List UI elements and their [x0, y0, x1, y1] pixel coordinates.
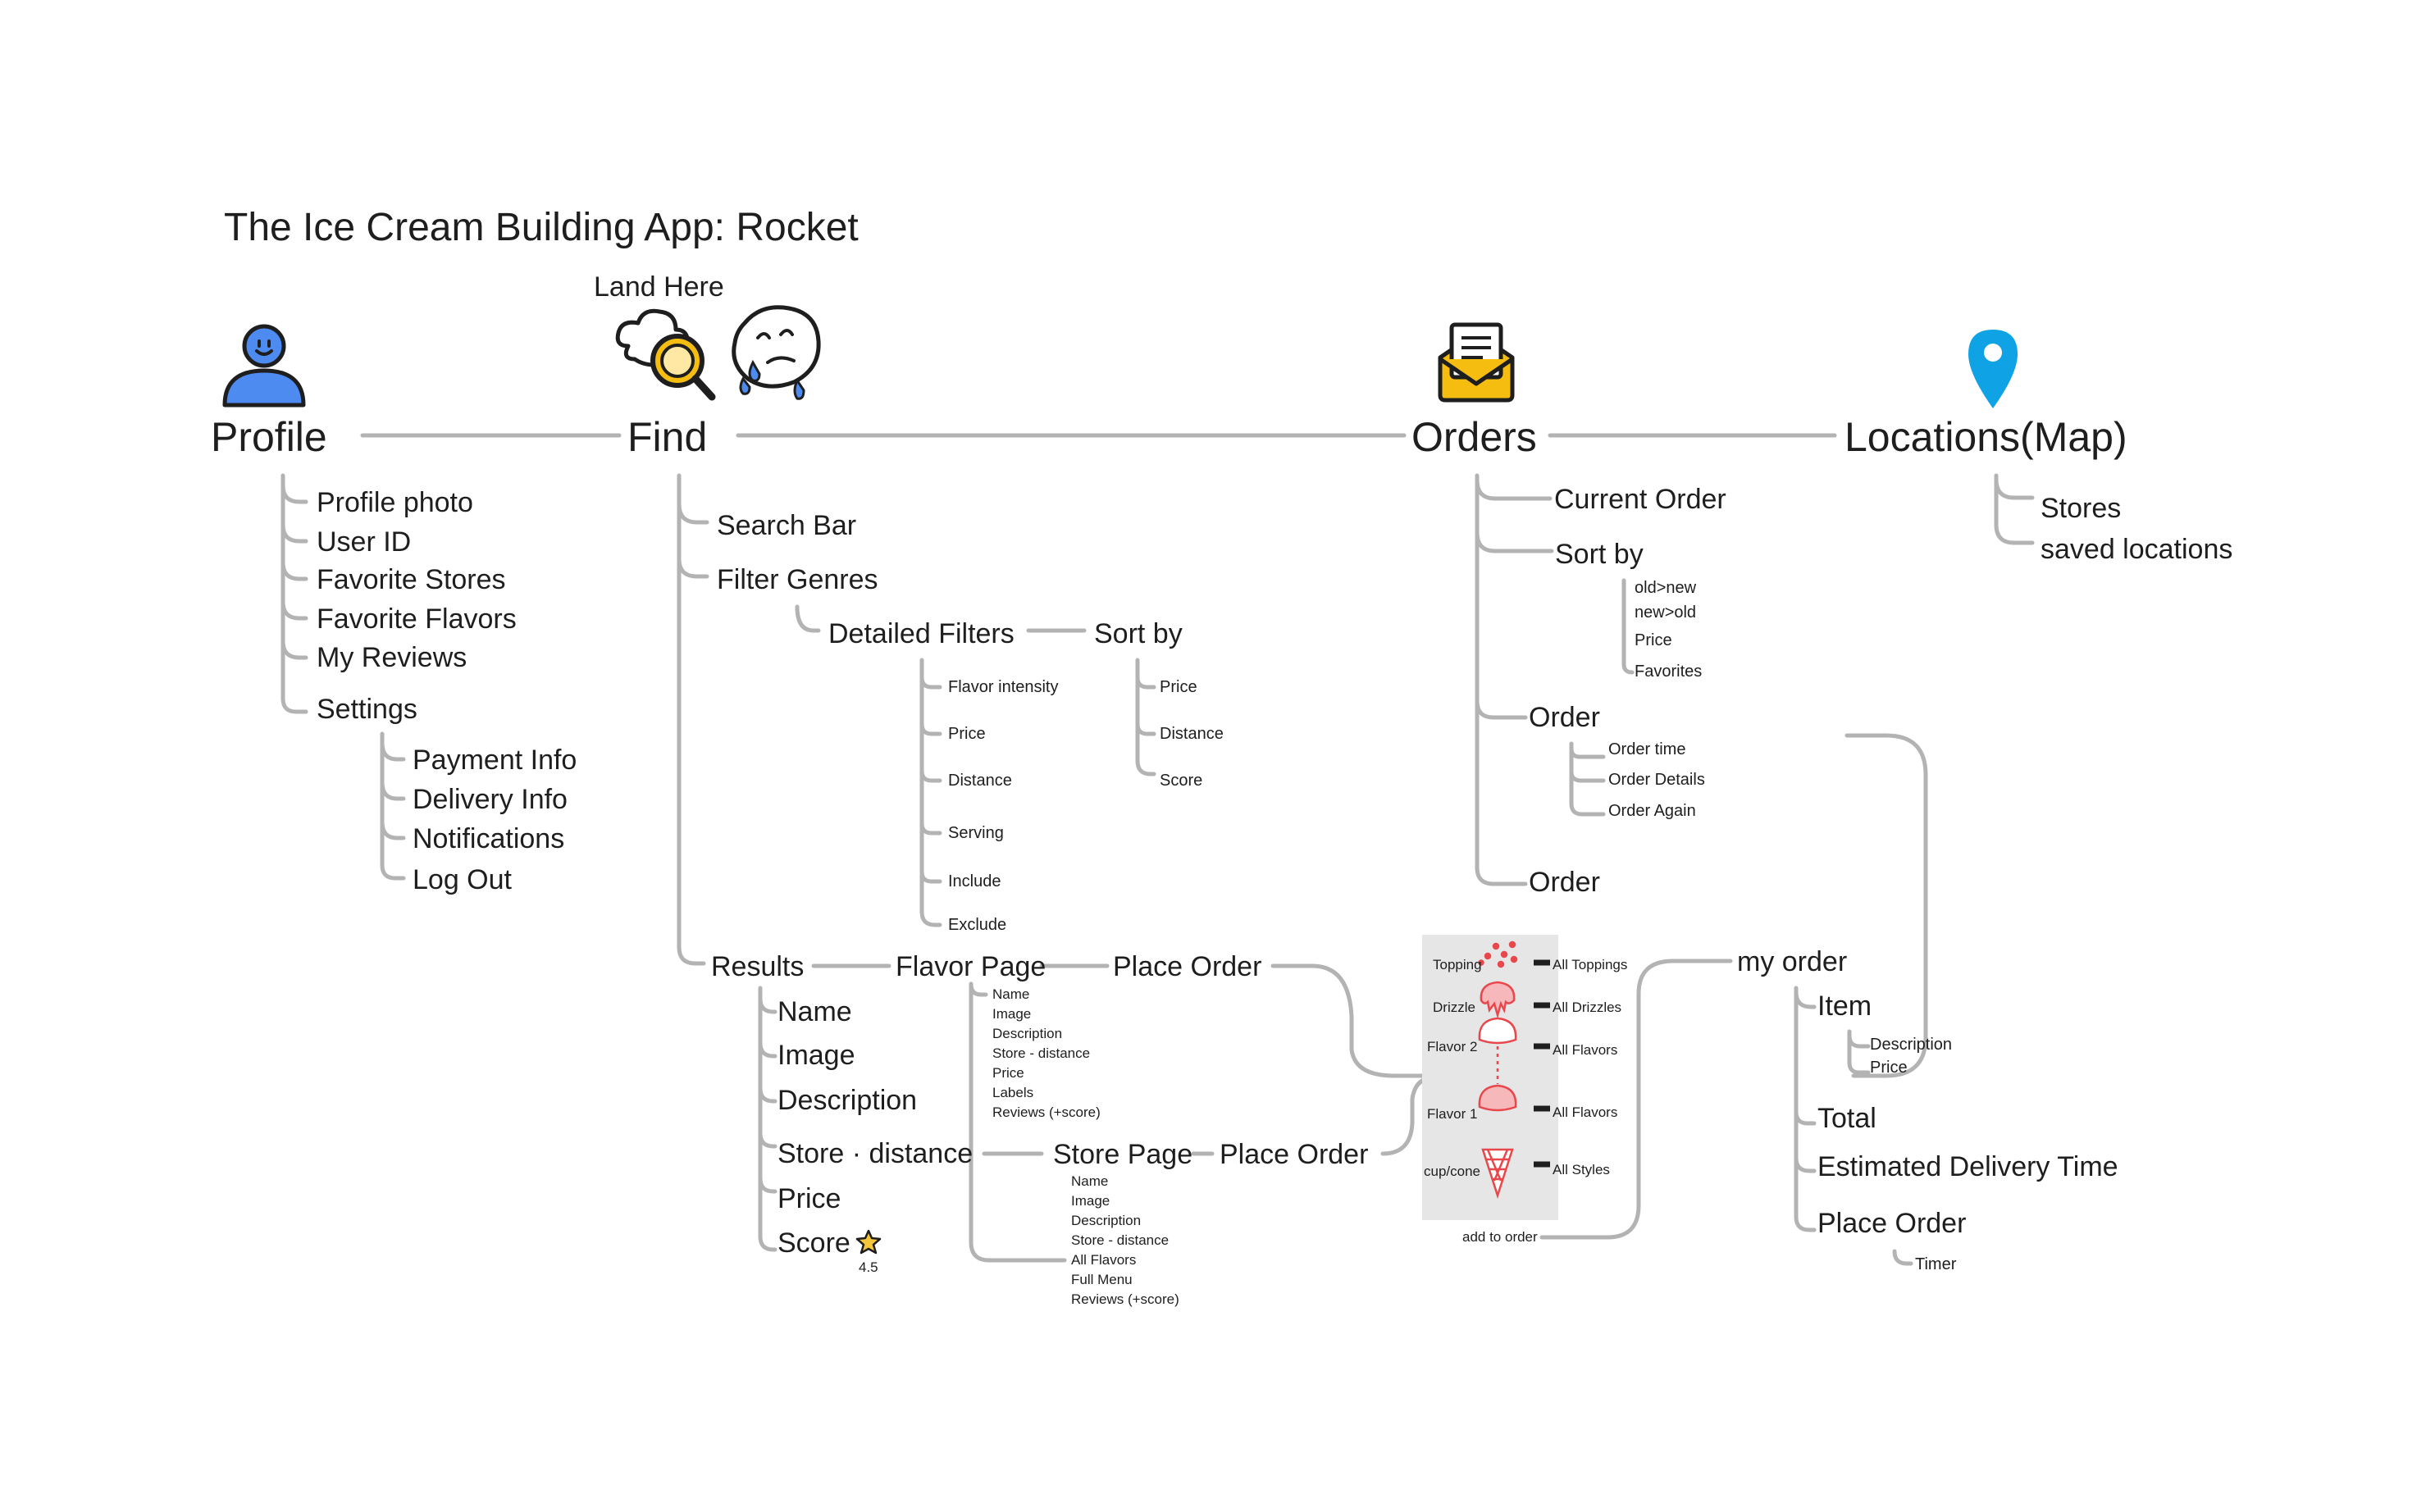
flavor-page-item[interactable]: Flavor Page [896, 951, 1047, 982]
settings-item[interactable]: Notifications [413, 823, 565, 854]
builder-option-link[interactable]: All Styles [1553, 1162, 1610, 1177]
sort-option[interactable]: Distance [1160, 725, 1224, 743]
sort-by-item[interactable]: Sort by [1094, 618, 1183, 649]
flavor-page-field: Labels [992, 1085, 1034, 1100]
profile-item-settings[interactable]: Settings [317, 694, 417, 725]
detailed-filter-option[interactable]: Serving [948, 824, 1004, 842]
orders-heading[interactable]: Orders [1411, 414, 1537, 460]
store-page-field: Reviews (+score) [1071, 1291, 1179, 1307]
builder-layer-label: Drizzle [1433, 1000, 1475, 1015]
order-item[interactable]: Order [1529, 702, 1600, 733]
land-here-label: Land Here [594, 271, 724, 303]
builder-layer-label: Flavor 1 [1427, 1106, 1478, 1122]
filter-genres-item[interactable]: Filter Genres [717, 564, 878, 595]
star-icon [855, 1229, 882, 1255]
flavor-page-field: Description [992, 1026, 1063, 1041]
item-detail: Price [1870, 1059, 1908, 1077]
orders-sort-by-item[interactable]: Sort by [1555, 539, 1644, 570]
store-page-field: Image [1071, 1193, 1110, 1209]
place-order-item[interactable]: Place Order [1220, 1139, 1369, 1170]
builder-layer-label: cup/cone [1424, 1164, 1480, 1179]
settings-item[interactable]: Delivery Info [413, 784, 568, 815]
detailed-filter-option[interactable]: Flavor intensity [948, 678, 1059, 696]
profile-heading[interactable]: Profile [211, 414, 327, 460]
flavor-page-field: Name [992, 986, 1030, 1002]
orders-sort-option[interactable]: Price [1635, 631, 1672, 649]
builder-layer-label: Flavor 2 [1427, 1039, 1478, 1054]
store-page-field: Store - distance [1071, 1232, 1170, 1248]
settings-item[interactable]: Log Out [413, 864, 512, 895]
result-field: Name [777, 996, 852, 1027]
mail-icon [1438, 322, 1515, 403]
crying-ice-cream-icon [732, 305, 821, 400]
profile-item[interactable]: My Reviews [317, 642, 467, 673]
current-order-item[interactable]: Current Order [1554, 484, 1726, 515]
order-item[interactable]: Order [1529, 867, 1600, 898]
result-field: Store · distance [777, 1138, 974, 1169]
person-icon [222, 324, 306, 408]
builder-option-link[interactable]: All Flavors [1553, 1042, 1618, 1058]
my-order-place-order-button[interactable]: Place Order [1817, 1208, 1967, 1239]
flavor-page-field: Reviews (+score) [992, 1104, 1101, 1120]
settings-item[interactable]: Payment Info [413, 745, 577, 776]
find-heading[interactable]: Find [627, 414, 708, 460]
place-order-item[interactable]: Place Order [1113, 951, 1262, 982]
add-to-order-button[interactable]: add to order [1462, 1229, 1538, 1245]
order-detail-option[interactable]: Order time [1608, 740, 1686, 758]
my-order-field: Estimated Delivery Time [1817, 1151, 2118, 1182]
results-item[interactable]: Results [711, 951, 805, 982]
topping-sprinkles-icon [1478, 940, 1518, 968]
location-pin-icon [1968, 330, 2018, 408]
flavor-page-field: Store - distance [992, 1045, 1091, 1061]
sort-option[interactable]: Score [1160, 772, 1203, 790]
timer-label: Timer [1915, 1255, 1957, 1273]
store-page-field: Full Menu [1071, 1272, 1133, 1287]
diagram-title: The Ice Cream Building App: Rocket [224, 206, 859, 249]
locations-item[interactable]: Stores [2041, 493, 2122, 524]
builder-option-link[interactable]: All Drizzles [1553, 1000, 1622, 1015]
store-page-field: Description [1071, 1213, 1142, 1228]
profile-item[interactable]: Favorite Flavors [317, 603, 517, 635]
ice-cream-search-icon [615, 308, 716, 401]
detailed-filter-option[interactable]: Price [948, 725, 986, 743]
my-order-item[interactable]: my order [1737, 946, 1848, 977]
store-page-item[interactable]: Store Page [1053, 1139, 1193, 1170]
orders-sort-option[interactable]: old>new [1635, 579, 1697, 597]
orders-sort-option[interactable]: new>old [1635, 603, 1697, 622]
detailed-filter-option[interactable]: Exclude [948, 916, 1007, 934]
builder-option-link[interactable]: All Flavors [1553, 1104, 1618, 1120]
detailed-filter-option[interactable]: Distance [948, 772, 1012, 790]
builder-option-link[interactable]: All Toppings [1553, 957, 1628, 972]
store-page-field: Name [1071, 1173, 1109, 1189]
result-field: Image [777, 1040, 855, 1071]
item-detail: Description [1870, 1036, 1953, 1054]
detailed-filter-option[interactable]: Include [948, 872, 1001, 890]
profile-item[interactable]: User ID [317, 526, 412, 558]
result-field: Price [777, 1183, 841, 1214]
profile-item[interactable]: Favorite Stores [317, 564, 506, 595]
locations-heading[interactable]: Locations(Map) [1844, 414, 2127, 460]
store-page-field: All Flavors [1071, 1252, 1137, 1268]
builder-layer-label: Topping [1433, 957, 1482, 972]
my-order-field: Total [1817, 1103, 1876, 1134]
result-field: Score [777, 1227, 850, 1259]
locations-item[interactable]: saved locations [2041, 534, 2233, 565]
sort-option[interactable]: Price [1160, 678, 1197, 696]
detailed-filters-item[interactable]: Detailed Filters [828, 618, 1015, 649]
ice-cream-stack-illustration [1478, 940, 1550, 1200]
flavor-page-field: Image [992, 1006, 1032, 1022]
flavor-page-field: Price [992, 1065, 1024, 1081]
order-detail-option[interactable]: Order Details [1608, 771, 1705, 789]
orders-sort-option[interactable]: Favorites [1635, 663, 1703, 681]
search-bar-item[interactable]: Search Bar [717, 510, 857, 541]
score-value: 4.5 [859, 1259, 878, 1275]
my-order-field: Item [1817, 991, 1872, 1022]
profile-item[interactable]: Profile photo [317, 487, 473, 518]
result-field: Description [777, 1085, 918, 1116]
order-detail-option[interactable]: Order Again [1608, 802, 1696, 820]
